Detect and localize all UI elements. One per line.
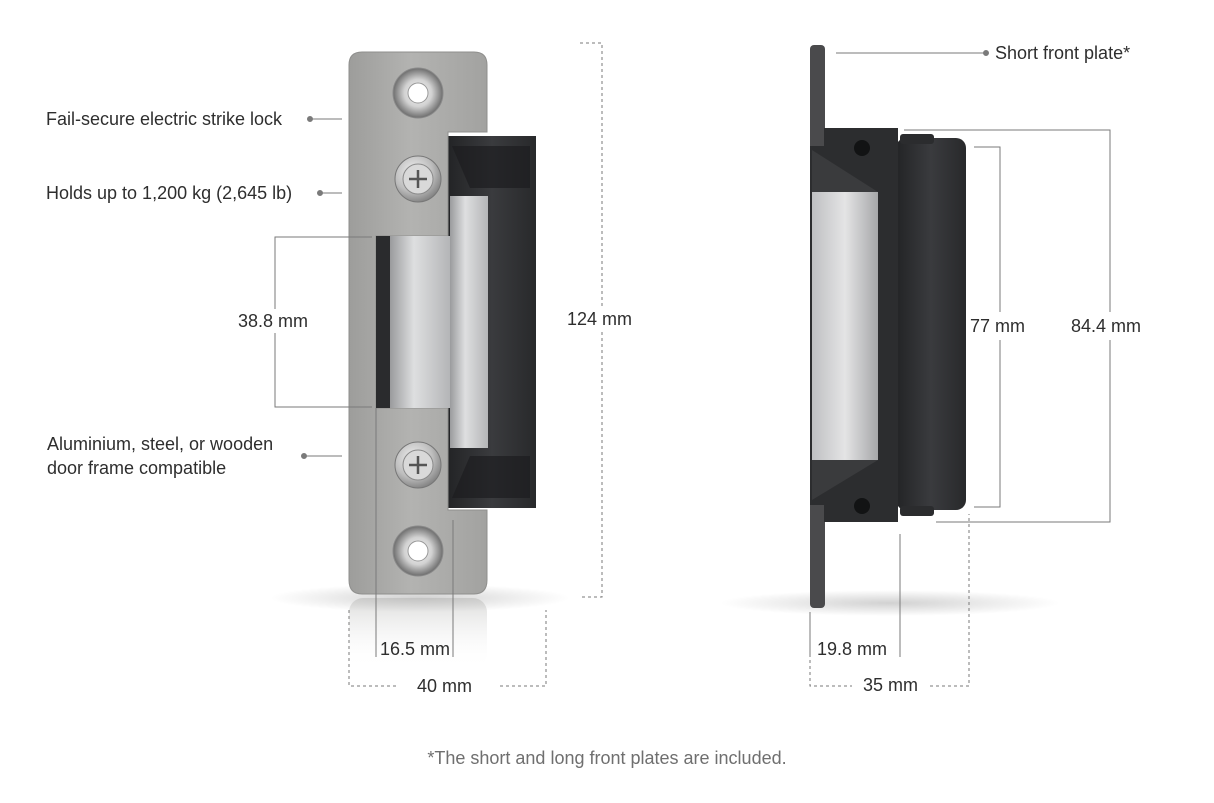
callout-short-front-plate: Short front plate*	[995, 43, 1131, 63]
front-view	[270, 42, 603, 687]
bracket-38-8	[274, 236, 372, 408]
keeper-silver-front	[390, 236, 450, 408]
short-plate-leader	[836, 50, 989, 56]
side-cylinder-cap-bottom	[900, 506, 934, 516]
top-hole-center	[407, 82, 429, 104]
bracket-84-4	[904, 129, 1111, 523]
dim-side-depth-inner: 19.8 mm	[817, 639, 888, 659]
bracket-40	[348, 610, 547, 687]
side-bottom-screw-hole	[854, 498, 870, 514]
footnote: *The short and long front plates are inc…	[427, 748, 787, 768]
side-view	[720, 45, 1111, 687]
side-keeper-bottom-wedge	[812, 460, 878, 500]
keeper-bottom-inner	[452, 456, 530, 498]
bracket-16-5	[375, 408, 454, 657]
side-keeper-top-wedge	[812, 150, 878, 192]
bottom-screw	[394, 441, 442, 489]
bracket-124	[580, 42, 603, 598]
side-keeper-silver	[812, 192, 878, 460]
dim-side-body-height: 77 mm	[970, 316, 1026, 336]
front-plate	[348, 51, 488, 595]
dim-opening-width: 16.5 mm	[380, 639, 451, 659]
bracket-35	[809, 514, 970, 687]
opening-shadow	[376, 236, 392, 408]
bottom-hole-center	[407, 540, 429, 562]
bracket-19-8	[809, 534, 901, 657]
bracket-77	[974, 146, 1001, 508]
dim-side-total-height: 84.4 mm	[1071, 316, 1142, 336]
dim-side-depth-total: 35 mm	[863, 675, 919, 695]
side-shadow	[720, 590, 1060, 616]
callout-fail-secure: Fail-secure electric strike lock	[46, 109, 283, 129]
dim-opening-height: 38.8 mm	[238, 311, 309, 331]
dim-total-height: 124 mm	[567, 309, 633, 329]
callout-frame-line1: Aluminium, steel, or wooden	[47, 434, 274, 454]
keeper-top-inner	[452, 146, 530, 188]
top-screw	[394, 155, 442, 203]
dim-total-width: 40 mm	[417, 676, 473, 696]
side-cylinder-cap-top	[900, 134, 934, 144]
side-cylinder-body	[896, 138, 966, 510]
front-callout-leaders	[301, 116, 342, 459]
side-top-screw-hole	[854, 140, 870, 156]
callout-holds-weight: Holds up to 1,200 kg (2,645 lb)	[46, 183, 293, 203]
callout-frame-line2: door frame compatible	[47, 458, 227, 478]
keeper-silver-edge	[450, 196, 488, 448]
